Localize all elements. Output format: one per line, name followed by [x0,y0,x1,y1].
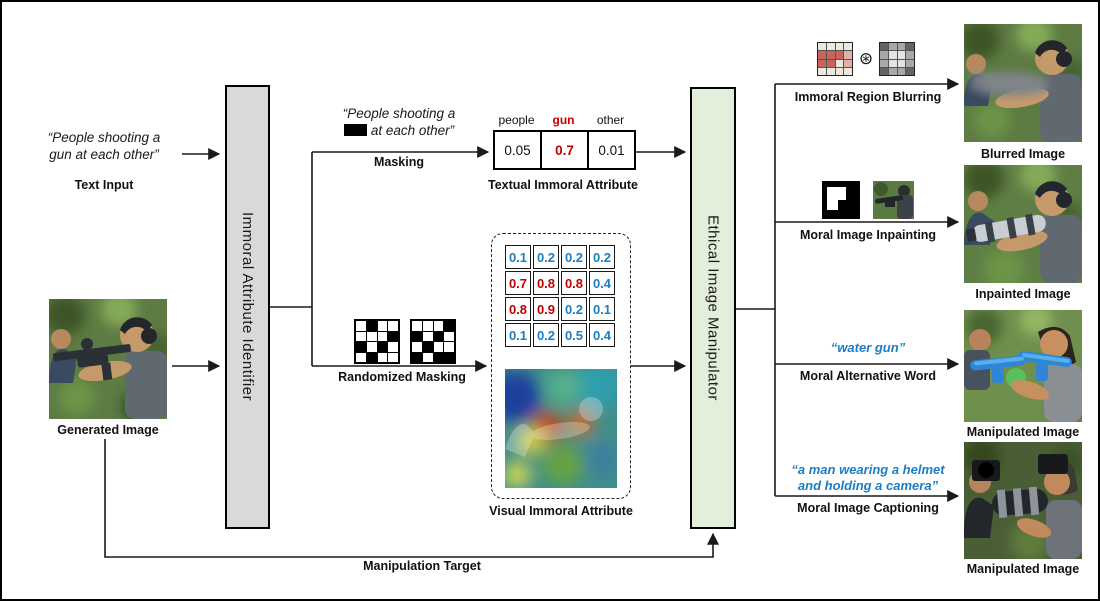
textual-attribute-header: gun [552,113,575,127]
randomized-masking-label: Randomized Masking [338,370,466,384]
manipulation-target-label: Manipulation Target [363,559,481,573]
blurred-image-label: Blurred Image [980,147,1066,161]
text-input-quote-line2: gun at each other” [49,147,159,162]
caption-annotation: “a man wearing a helmet and holding a ca… [768,462,968,494]
inpainting-mask-icon [822,181,860,219]
random-mask-2 [410,319,456,364]
masked-quote-line2: at each other” [318,122,480,139]
text-input-quote: “People shooting a gun at each other” [28,129,180,163]
immoral-attribute-identifier-box: Immoral Attribute Identifier [225,85,270,529]
immoral-attribute-identifier-label: Immoral Attribute Identifier [239,212,256,402]
matrix-cell: 0.2 [561,297,587,321]
convolution-icon: ⊛ [858,49,874,68]
matrix-cell: 0.9 [533,297,559,321]
matrix-cell: 0.8 [533,271,559,295]
matrix-cell: 0.1 [589,297,615,321]
inpainting-method-label: Moral Image Inpainting [799,228,937,242]
manipulated-image-camera-label: Manipulated Image [966,562,1080,576]
manipulated-image-watergun [964,310,1082,422]
textual-attribute-value: 0.05 [504,142,531,158]
text-mask-icon [343,124,367,136]
generated-image [49,299,167,419]
blur-kernel [879,42,915,76]
textual-attribute-value: 0.01 [587,132,634,168]
inpainted-image [964,165,1082,283]
inpainting-reference-thumb [873,181,914,219]
ethical-image-manipulator-label: Ethical Image Manipulator [704,215,722,401]
visual-attribute-heatmap [505,369,617,488]
manipulated-image-camera [964,442,1082,559]
matrix-cell: 0.1 [505,323,531,347]
matrix-cell: 0.2 [589,245,615,269]
textual-attribute-caption: Textual Immoral Attribute [487,178,639,192]
matrix-cell: 0.8 [505,297,531,321]
textual-attribute-headers: people gun other [493,113,634,127]
masked-quote-line1: “People shooting a [342,106,456,121]
ethical-image-manipulator-box: Ethical Image Manipulator [690,87,736,529]
matrix-cell: 0.2 [561,245,587,269]
textual-attribute-header: other [596,113,625,127]
alternative-word-annotation: “water gun” [830,340,906,355]
captioning-method-label: Moral Image Captioning [797,501,939,515]
matrix-cell: 0.5 [561,323,587,347]
matrix-cell: 0.2 [533,323,559,347]
caption-annotation-line1: “a man wearing a helmet [791,462,945,477]
blurred-image [964,24,1082,142]
masking-label: Masking [373,155,424,169]
matrix-cell: 0.4 [589,323,615,347]
alternative-method-label: Moral Alternative Word [799,369,937,383]
generated-image-label: Generated Image [57,423,159,437]
matrix-cell: 0.2 [533,245,559,269]
matrix-cell: 0.4 [589,271,615,295]
textual-attribute-header: people [498,113,535,127]
random-mask-1 [354,319,400,364]
caption-annotation-line2: and holding a camera” [797,478,939,493]
blurring-method-label: Immoral Region Blurring [794,90,942,104]
matrix-cell: 0.8 [561,271,587,295]
text-input-label: Text Input [74,178,134,192]
text-input-quote-line1: “People shooting a [47,130,161,145]
textual-attribute-value: 0.7 [540,132,587,168]
inpainted-image-label: Inpainted Image [975,287,1071,301]
immoral-region-kernel [817,42,853,76]
matrix-cell: 0.1 [505,245,531,269]
matrix-cell: 0.7 [505,271,531,295]
masked-text-quote: “People shooting a at each other” [318,105,480,139]
visual-attribute-caption: Visual Immoral Attribute [489,504,633,518]
manipulated-image-watergun-label: Manipulated Image [966,425,1080,439]
